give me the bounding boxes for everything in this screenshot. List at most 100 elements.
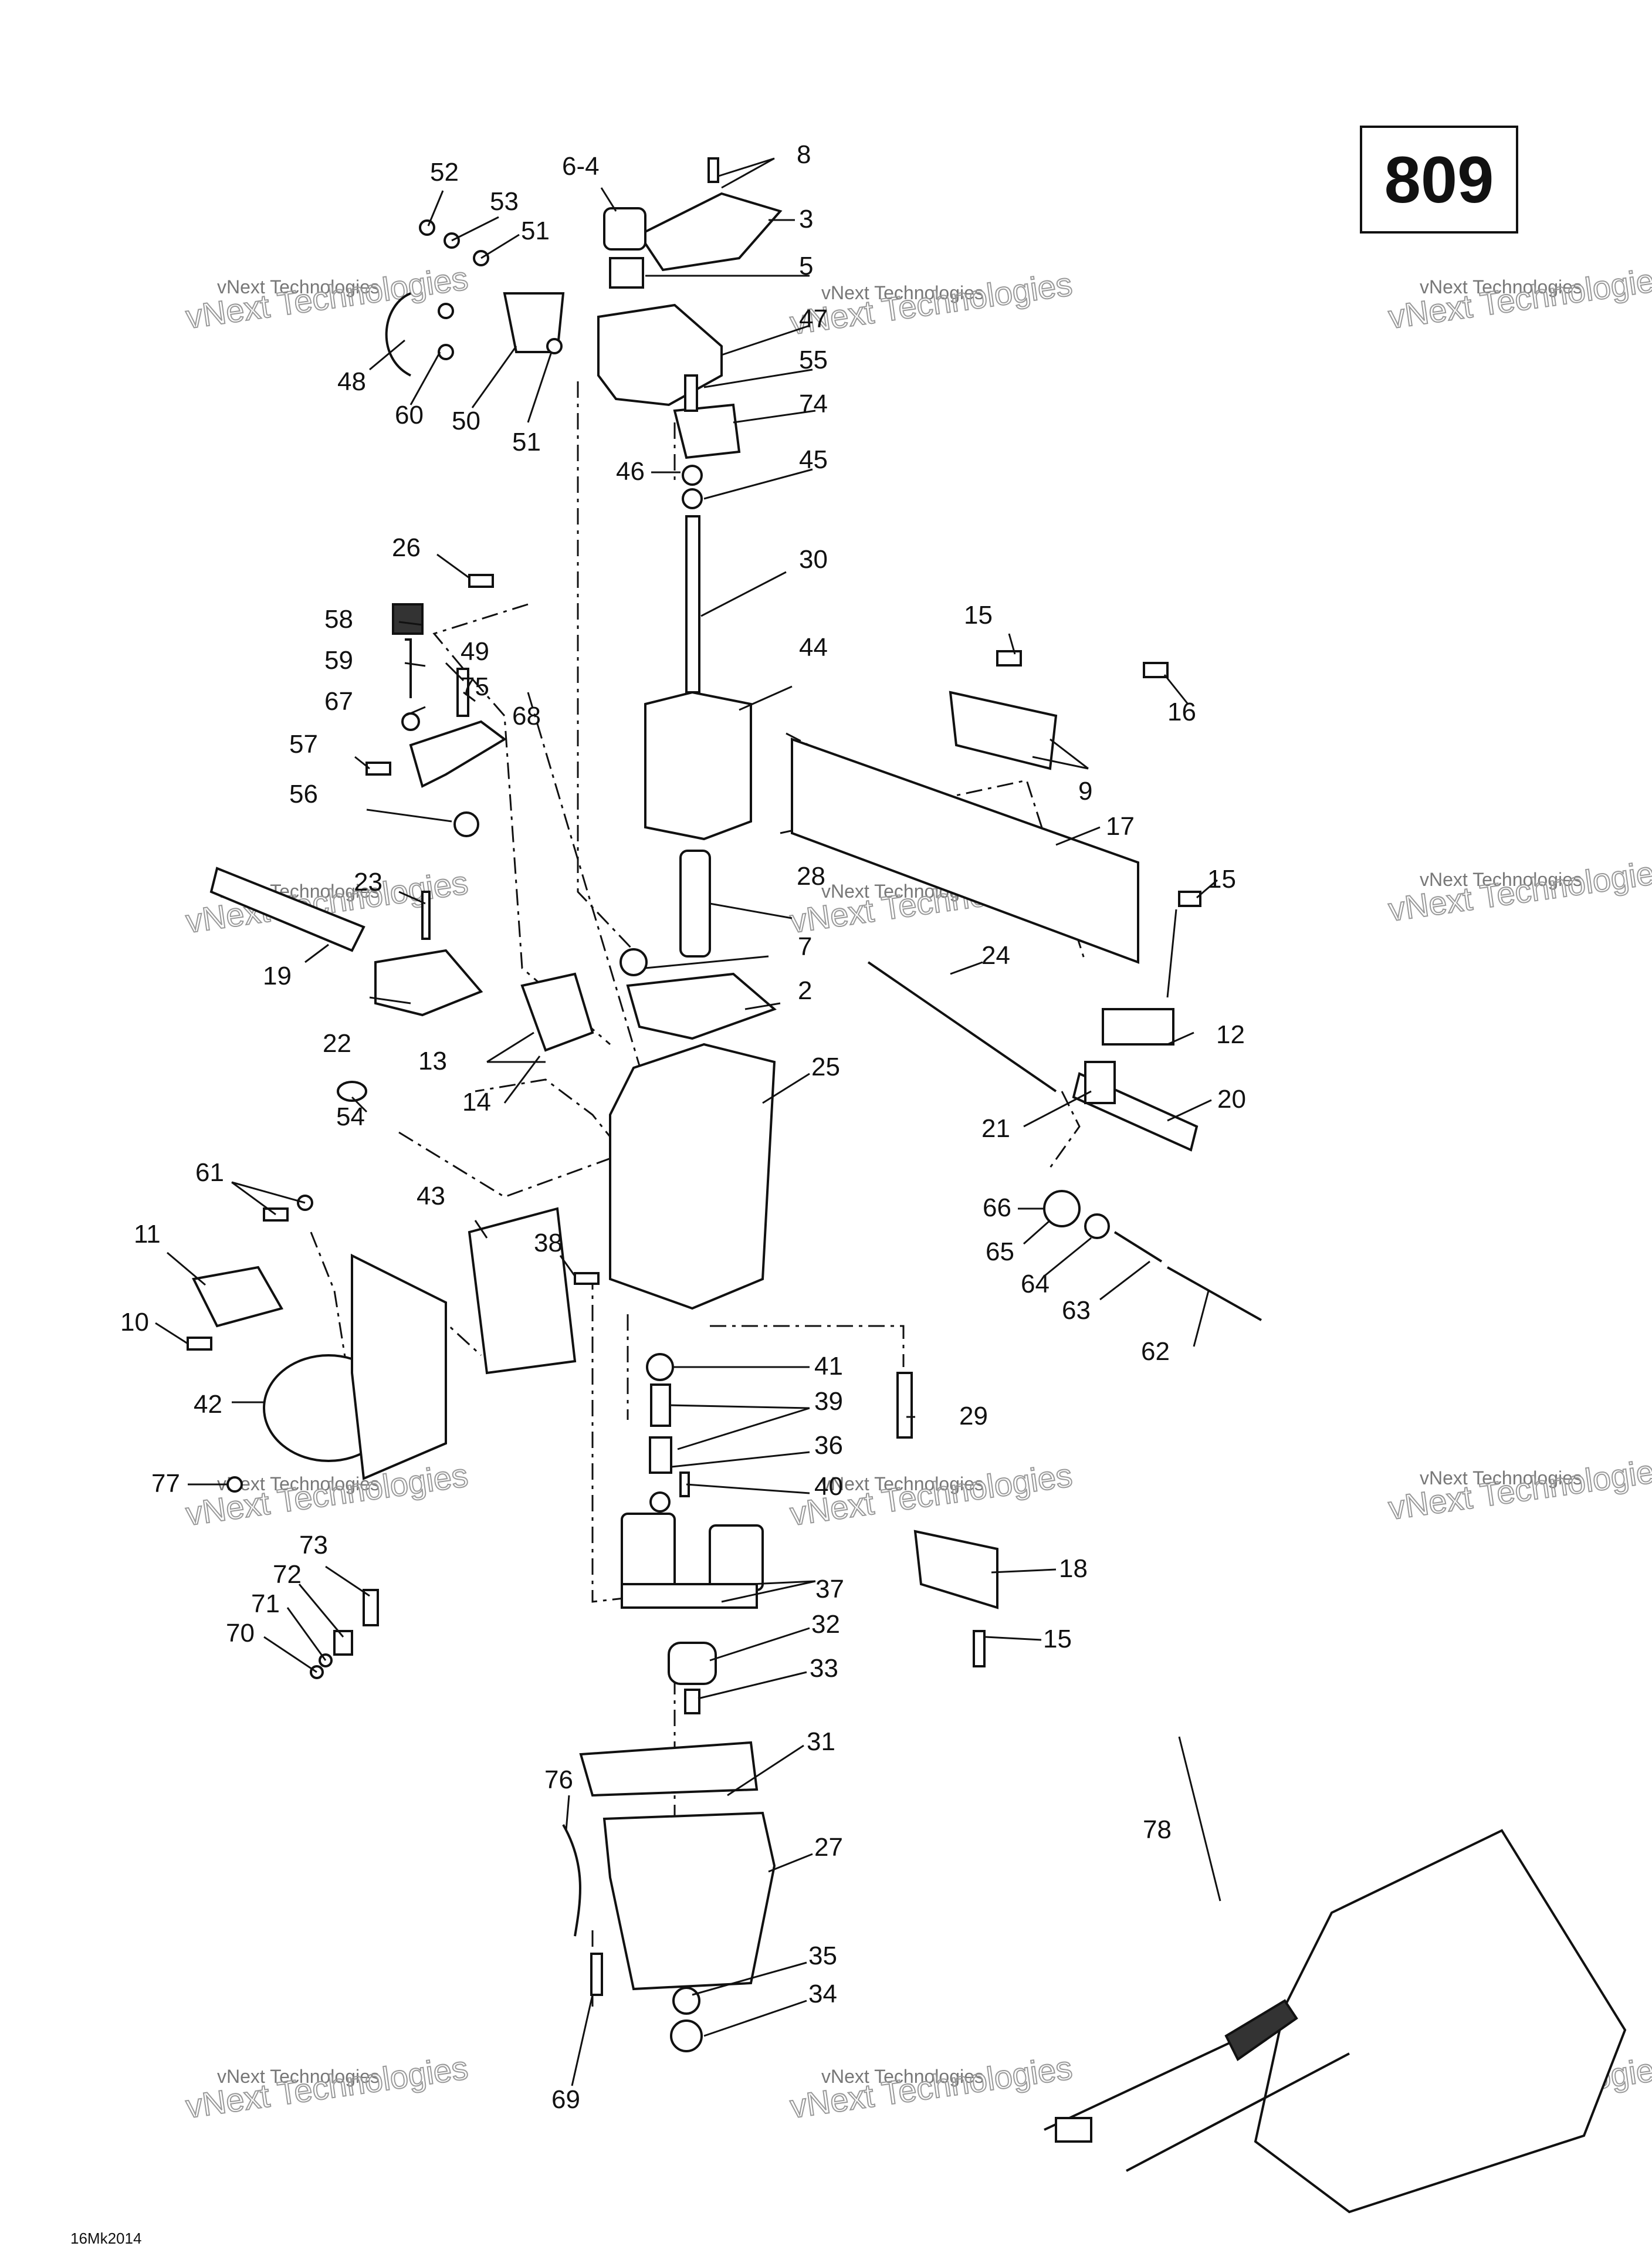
callout-17: 17 (1106, 812, 1135, 841)
callout-59: 59 (324, 646, 353, 675)
callout-16: 16 (1167, 698, 1196, 726)
callout-75: 75 (461, 672, 489, 701)
cover-part (638, 192, 783, 272)
callout-6-4: 6-4 (562, 152, 600, 181)
callout-24: 24 (981, 941, 1010, 970)
callout-5: 5 (799, 252, 813, 280)
watermark-7: vNext Technologies (217, 1473, 380, 1494)
callout-22: 22 (323, 1029, 351, 1058)
callout-33: 33 (810, 1654, 838, 1683)
callout-12: 12 (1216, 1020, 1245, 1049)
callout-42: 42 (194, 1390, 222, 1419)
callout-77: 77 (151, 1469, 180, 1498)
page-number: 809 (1384, 143, 1494, 216)
callout-70: 70 (226, 1619, 255, 1648)
callout-3: 3 (799, 205, 813, 234)
carburetor-body-part (609, 1043, 776, 1310)
callout-78: 78 (1143, 1815, 1172, 1844)
housing-part (597, 303, 723, 407)
callout-20: 20 (1217, 1085, 1246, 1114)
callout-57: 57 (289, 730, 318, 759)
watermark-9b: vNext Technologies (1386, 1450, 1652, 1527)
callout-76: 76 (544, 1765, 573, 1794)
callout-21: 21 (981, 1114, 1010, 1143)
callout-9: 9 (1078, 777, 1092, 806)
watermark-3b: vNext Technologies (1386, 259, 1652, 336)
callout-58: 58 (324, 605, 353, 634)
callout-72: 72 (273, 1560, 302, 1589)
callout-71: 71 (251, 1589, 280, 1618)
callout-51-a: 51 (521, 216, 550, 245)
callout-53: 53 (490, 187, 519, 216)
callout-labels: 52 53 6-4 8 3 51 5 47 48 60 50 51 55 74 … (120, 140, 1246, 2114)
callout-63: 63 (1062, 1296, 1091, 1325)
callout-55: 55 (799, 346, 828, 374)
washer-stack-part (609, 257, 644, 289)
callout-64: 64 (1021, 1270, 1050, 1298)
watermark-2b: vNext Technologies (788, 265, 1075, 341)
callout-35: 35 (808, 1941, 837, 1970)
callout-73: 73 (299, 1531, 328, 1559)
callout-68: 68 (512, 702, 541, 730)
watermark-9: vNext Technologies (1420, 1467, 1582, 1489)
callout-74: 74 (799, 390, 828, 418)
watermark-11b: vNext Technologies (788, 2049, 1075, 2125)
callout-44: 44 (799, 633, 828, 662)
callout-38: 38 (534, 1229, 563, 1257)
callout-48: 48 (337, 367, 366, 396)
callout-15-a: 15 (964, 601, 993, 630)
callout-47: 47 (799, 305, 828, 333)
callout-40: 40 (814, 1472, 843, 1501)
callout-27: 27 (814, 1833, 843, 1862)
callout-18: 18 (1059, 1554, 1088, 1583)
plug-part (603, 207, 646, 251)
callout-49: 49 (461, 637, 489, 666)
callout-37: 37 (815, 1575, 844, 1604)
callout-39: 39 (814, 1387, 843, 1416)
watermark-7b: vNext Technologies (184, 1456, 470, 1533)
callout-31: 31 (807, 1727, 835, 1756)
callout-50: 50 (452, 407, 480, 435)
watermark-11: vNext Technologies (821, 2066, 984, 2087)
callout-36: 36 (814, 1431, 843, 1460)
callout-41: 41 (814, 1352, 843, 1381)
watermark-10: vNext Technologies (217, 2066, 380, 2087)
slide-part (644, 691, 752, 841)
callout-26: 26 (392, 533, 421, 562)
callout-8: 8 (797, 140, 811, 169)
callout-15-c: 15 (1043, 1625, 1072, 1653)
callout-46: 46 (616, 457, 645, 486)
float-bowl-part (602, 1811, 776, 1991)
callout-56: 56 (289, 780, 318, 808)
callout-34: 34 (808, 1980, 837, 2008)
callout-69: 69 (551, 2085, 580, 2114)
watermark-10b: vNext Technologies (184, 2049, 470, 2125)
callout-19: 19 (263, 962, 292, 990)
callout-43: 43 (417, 1182, 445, 1210)
callout-14: 14 (462, 1088, 491, 1117)
callout-10: 10 (120, 1308, 149, 1337)
callout-52: 52 (430, 158, 459, 187)
callout-25: 25 (811, 1053, 840, 1081)
watermark-2: vNext Technologies (821, 282, 984, 303)
callout-62: 62 (1141, 1337, 1170, 1366)
cable-guide-part (791, 738, 1139, 964)
document-code: 16Mk2014 (70, 2230, 142, 2247)
watermark-3: vNext Technologies (1420, 276, 1582, 297)
callout-11: 11 (134, 1220, 161, 1249)
callout-7: 7 (798, 932, 812, 961)
watermark-6b: vNext Technologies (1386, 852, 1652, 928)
callout-65: 65 (986, 1237, 1014, 1266)
callout-23: 23 (354, 868, 382, 897)
callout-29: 29 (959, 1402, 988, 1430)
callout-66: 66 (983, 1193, 1011, 1222)
callout-15-b: 15 (1207, 865, 1236, 894)
page-number-box: 809 (1360, 126, 1518, 234)
callout-45: 45 (799, 445, 828, 474)
callout-28: 28 (797, 862, 825, 891)
callout-51-b: 51 (512, 428, 541, 456)
callout-67: 67 (324, 687, 353, 716)
callout-2: 2 (798, 976, 812, 1005)
watermark-1b: vNext Technologies (184, 259, 470, 336)
